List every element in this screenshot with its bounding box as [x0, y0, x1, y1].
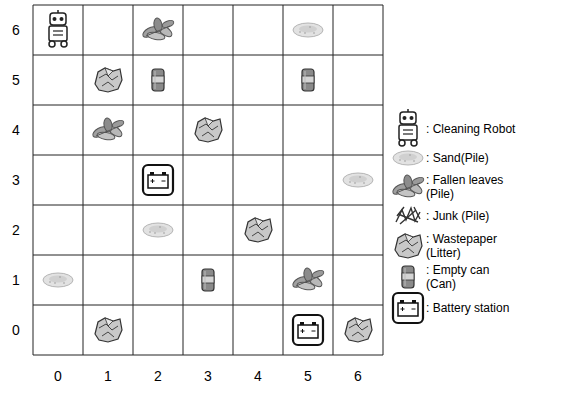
grid-line	[33, 55, 383, 56]
robot-icon	[49, 10, 67, 47]
leaves-icon	[391, 174, 425, 198]
axis-number: 2	[12, 222, 20, 238]
grid-line	[333, 5, 334, 355]
legend-text: : Junk (Pile)	[426, 209, 518, 223]
grid-line	[33, 355, 383, 356]
legend-text: : Empty can (Can)	[426, 263, 518, 291]
grid-line	[33, 305, 383, 306]
grid-line	[33, 5, 383, 6]
sand-icon	[343, 173, 373, 187]
grid-line	[133, 5, 134, 355]
axis-number: 4	[12, 122, 20, 138]
battery-icon	[393, 293, 423, 323]
sand-icon	[143, 223, 173, 237]
can-icon	[302, 69, 314, 91]
axis-number: 6	[354, 368, 362, 384]
axis-number: 3	[12, 172, 20, 188]
axis-number: 6	[12, 22, 20, 38]
battery-icon	[143, 165, 173, 195]
wastepaper-icon	[395, 234, 422, 258]
grid-line	[33, 205, 383, 206]
axis-number: 4	[254, 368, 262, 384]
legend-text: : Sand(Pile)	[426, 151, 518, 165]
grid-items	[43, 10, 373, 345]
robot-icon	[399, 109, 417, 146]
wastepaper-icon	[345, 318, 372, 342]
can-icon	[402, 266, 414, 288]
wastepaper-icon	[95, 318, 122, 342]
axis-number: 0	[54, 368, 62, 384]
battery-icon	[293, 315, 323, 345]
wastepaper-icon	[95, 68, 122, 92]
axis-number: 5	[304, 368, 312, 384]
grid-line	[33, 5, 34, 355]
legend-text: : Battery station	[426, 301, 518, 315]
grid-line	[33, 105, 383, 106]
legend-text: : Wastepaper (Litter)	[426, 232, 518, 260]
axis-number: 5	[12, 72, 20, 88]
leaves-icon	[91, 117, 125, 141]
axis-number: 3	[204, 368, 212, 384]
grid-line	[33, 255, 383, 256]
grid-line	[83, 5, 84, 355]
can-icon	[202, 269, 214, 291]
axis-number: 0	[12, 322, 20, 338]
leaves-icon	[291, 267, 325, 291]
grid-line	[33, 155, 383, 156]
leaves-icon	[141, 17, 175, 41]
junk-icon	[396, 207, 420, 224]
sand-icon	[393, 151, 423, 165]
sand-icon	[293, 23, 323, 37]
legend-icons	[391, 109, 425, 323]
grid-line	[283, 5, 284, 355]
axis-number: 1	[12, 272, 20, 288]
legend-text: : Fallen leaves (Pile)	[426, 173, 518, 201]
wastepaper-icon	[195, 118, 222, 142]
axis-number: 2	[154, 368, 162, 384]
grid-line	[233, 5, 234, 355]
grid-line	[183, 5, 184, 355]
grid-line	[383, 5, 384, 355]
grid-lines	[33, 5, 383, 355]
wastepaper-icon	[245, 218, 272, 242]
axis-number: 1	[104, 368, 112, 384]
can-icon	[152, 69, 164, 91]
sand-icon	[43, 273, 73, 287]
legend-text: : Cleaning Robot	[426, 122, 518, 136]
